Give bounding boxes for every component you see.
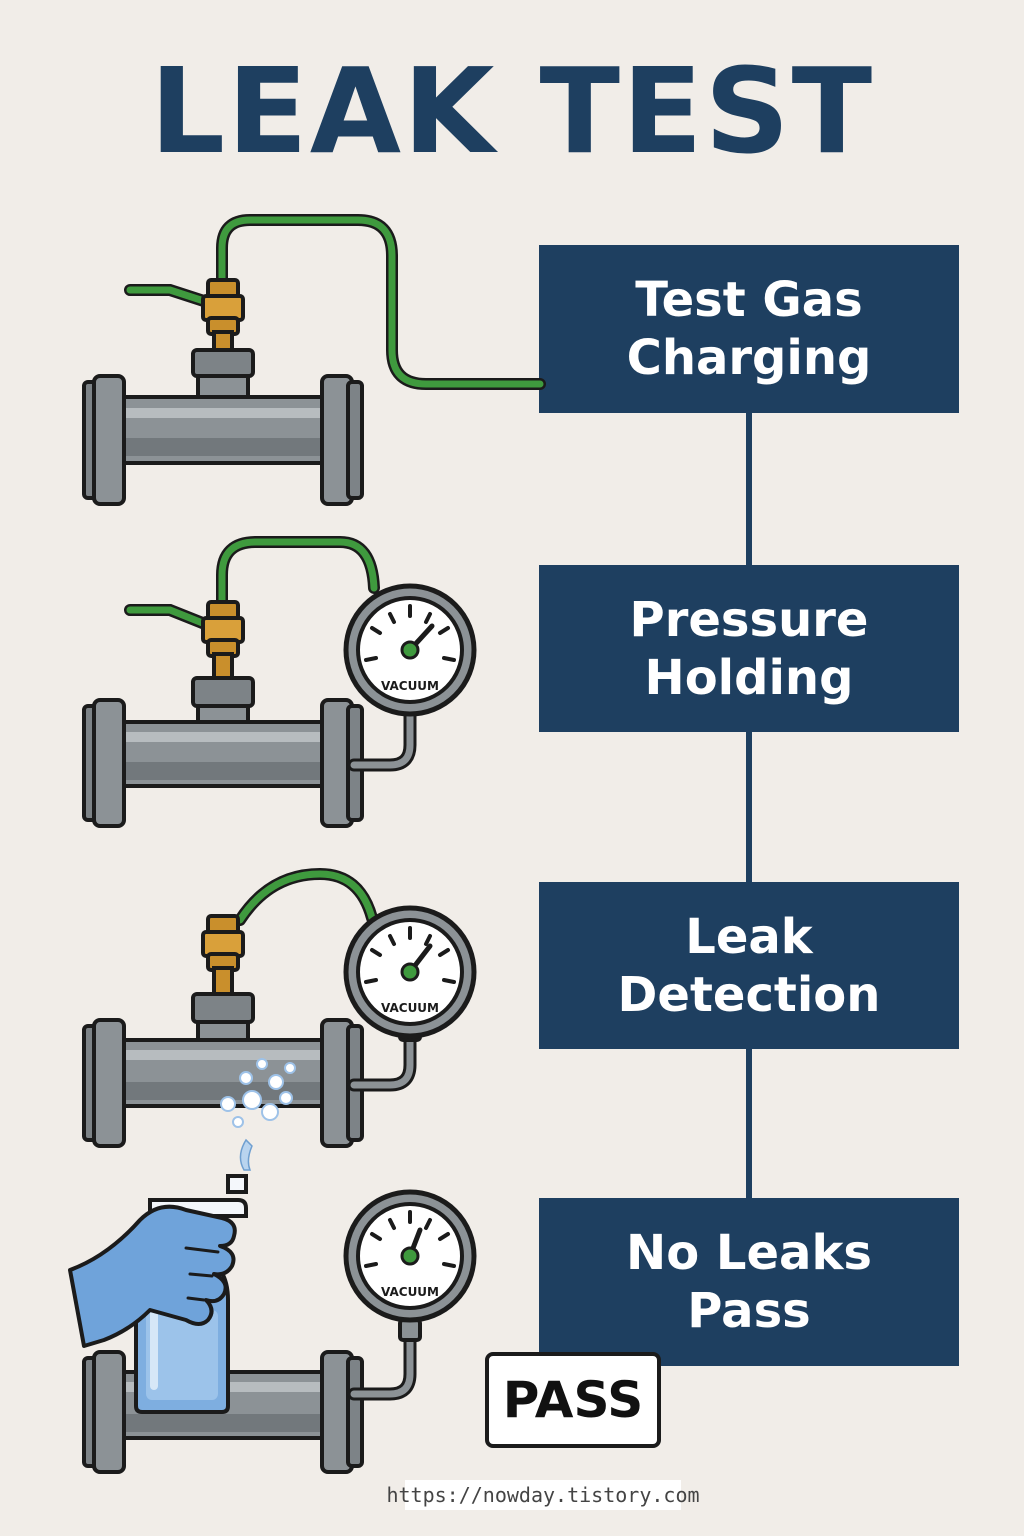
illustration-charging bbox=[82, 214, 546, 506]
hose-icon bbox=[124, 536, 380, 632]
pipe-icon bbox=[82, 676, 364, 828]
step-label-line2: Holding bbox=[644, 649, 854, 706]
pass-badge: PASS bbox=[485, 1352, 661, 1448]
hose-icon bbox=[216, 214, 546, 390]
gauge-label: VACUUM bbox=[381, 1285, 439, 1299]
pressure-gauge-icon: VACUUM bbox=[343, 905, 477, 1039]
connector-line-1 bbox=[746, 412, 752, 568]
step-box-pressure-holding: Pressure Holding bbox=[539, 565, 959, 732]
gauge-label: VACUUM bbox=[381, 679, 439, 693]
pressure-gauge-icon: VACUUM bbox=[343, 583, 477, 717]
gloved-hand-icon bbox=[68, 1204, 237, 1348]
step-label-line2: Detection bbox=[617, 966, 881, 1023]
bubbles-icon bbox=[220, 1058, 296, 1128]
gauge-label: VACUUM bbox=[381, 1001, 439, 1015]
watermark-url: https://nowday.tistory.com bbox=[386, 1480, 700, 1510]
step-box-test-gas-charging: Test Gas Charging bbox=[539, 245, 959, 413]
valve-icon bbox=[201, 600, 245, 680]
step-label-line2: Pass bbox=[687, 1283, 811, 1339]
step-label-line1: Test Gas bbox=[635, 272, 863, 328]
pipe-icon bbox=[82, 992, 364, 1148]
valve-icon bbox=[124, 278, 245, 354]
hose-icon bbox=[234, 867, 378, 926]
step-box-leak-detection: Leak Detection bbox=[539, 882, 959, 1049]
step-label-line1: Leak bbox=[685, 908, 813, 965]
step-label-line1: No Leaks bbox=[626, 1225, 872, 1281]
illustration-detection: VACUUM bbox=[82, 867, 477, 1148]
illustration-holding: VACUUM bbox=[82, 536, 477, 828]
step-box-no-leaks-pass: No Leaks Pass bbox=[539, 1198, 959, 1366]
valve-icon bbox=[201, 914, 245, 996]
page-title: LEAK TEST bbox=[149, 42, 875, 180]
step-label-line2: Charging bbox=[626, 330, 872, 386]
illustration-pass: VACUUM bbox=[68, 1138, 477, 1474]
step-label-line1: Pressure bbox=[629, 591, 869, 648]
connector-line-3 bbox=[746, 1047, 752, 1199]
pipe-icon bbox=[82, 348, 364, 506]
spray-mist-icon bbox=[239, 1138, 253, 1171]
pressure-gauge-icon: VACUUM bbox=[343, 1189, 477, 1323]
connector-line-2 bbox=[746, 730, 752, 885]
